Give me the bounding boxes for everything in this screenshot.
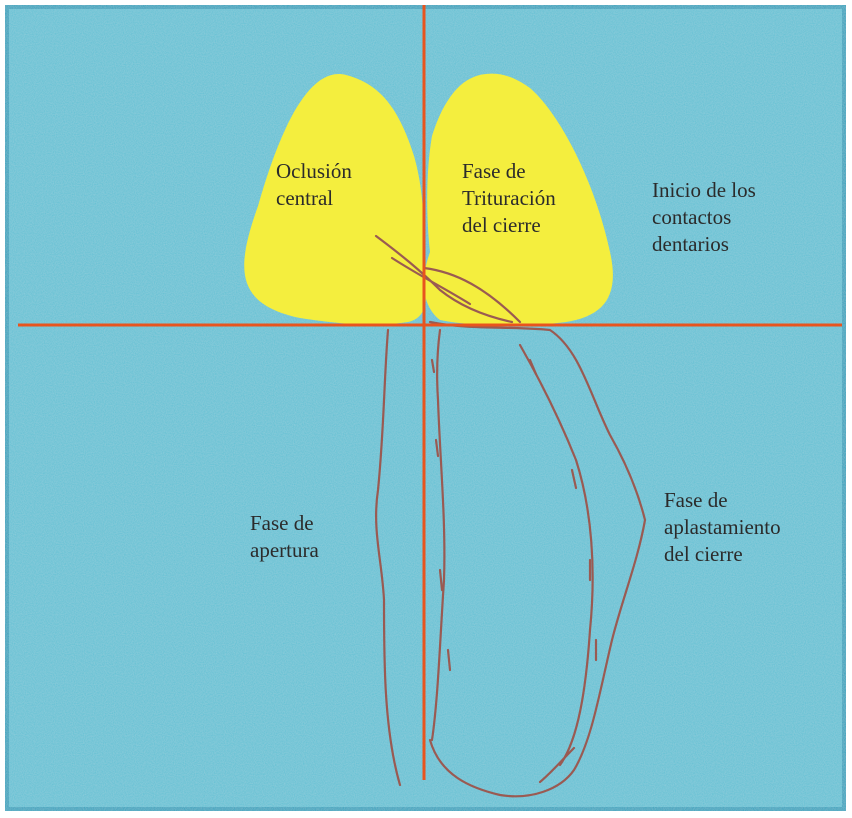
grinding-phase-label-line-3: del cierre [462, 212, 556, 239]
tooth-contacts-label-line-2: contactos [652, 204, 756, 231]
tooth-contacts-label-line-1: Inicio de los [652, 177, 756, 204]
crushing-phase-label-line-3: del cierre [664, 541, 781, 568]
crushing-phase-label-line-1: Fase de [664, 487, 781, 514]
opening-phase-label-line-2: apertura [250, 537, 319, 564]
opening-phase-label-line-1: Fase de [250, 510, 319, 537]
central-occlusion-label-line-2: central [276, 185, 352, 212]
opening-phase-label: Fase de apertura [250, 510, 319, 564]
grinding-phase-label: Fase de Trituración del cierre [462, 158, 556, 239]
grinding-phase-label-line-2: Trituración [462, 185, 556, 212]
central-occlusion-label: Oclusión central [276, 158, 352, 212]
crushing-phase-label: Fase de aplastamiento del cierre [664, 487, 781, 568]
grinding-phase-label-line-1: Fase de [462, 158, 556, 185]
central-occlusion-label-line-1: Oclusión [276, 158, 352, 185]
tooth-contacts-label-line-3: dentarios [652, 231, 756, 258]
crushing-phase-label-line-2: aplastamiento [664, 514, 781, 541]
tooth-contacts-label: Inicio de los contactos dentarios [652, 177, 756, 258]
